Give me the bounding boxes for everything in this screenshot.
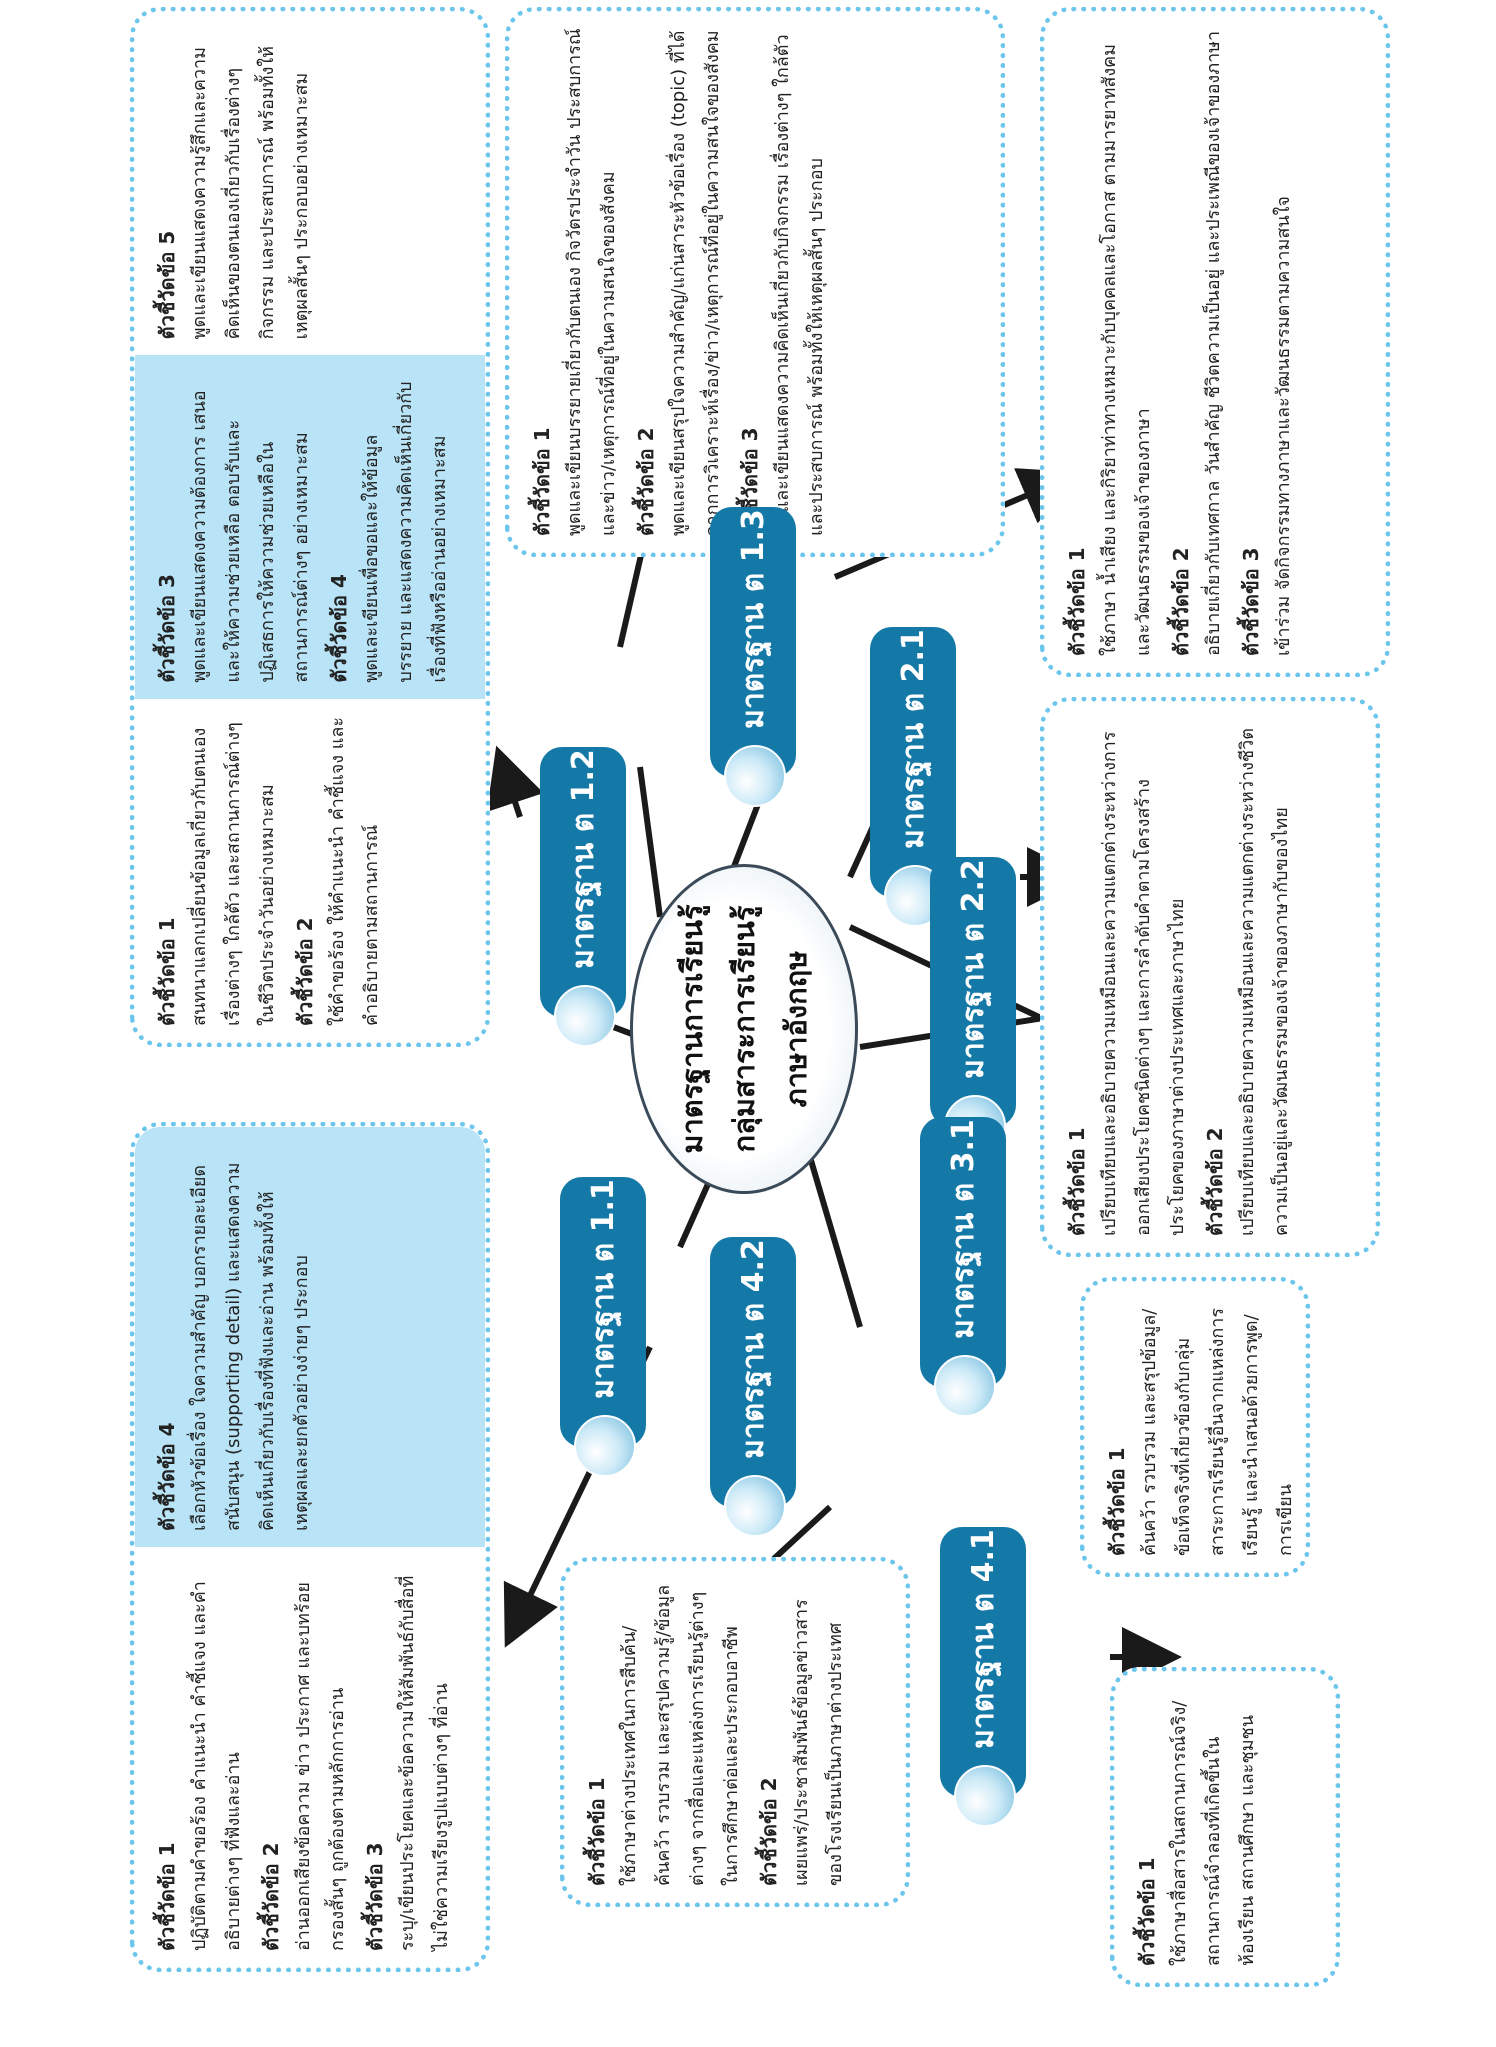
indicator-heading: ตัวชี้วัดข้อ 1 <box>1065 547 1089 656</box>
indicator-box-s2-1: ตัวชี้วัดข้อ 1 ใช้ภาษา น้ำเสียง และกิริย… <box>1040 7 1390 677</box>
standard-label: มาตรฐาน ต 2.2 <box>955 859 991 1079</box>
indicator-heading: ตัวชี้วัดข้อ 1 <box>1105 1447 1129 1556</box>
indicator-text: ปฏิบัติตามคำขอร้อง คำแนะนำ คำชี้แจง และค… <box>189 1581 244 1951</box>
indicator-column: ตัวชี้วัดข้อ 1 ใช้ภาษาสื่อสารในสถานการณ์… <box>1115 1672 1335 1982</box>
indicator-heading: ตัวชี้วัดข้อ 4 <box>155 1422 179 1531</box>
indicator-heading: ตัวชี้วัดข้อ 1 <box>530 427 554 536</box>
indicator-heading: ตัวชี้วัดข้อ 1 <box>585 1777 609 1886</box>
indicator-heading: ตัวชี้วัดข้อ 1 <box>1065 1127 1089 1236</box>
indicator-text: เลือกหัวข้อเรื่อง ใจความสำคัญ บอกรายละเอ… <box>189 1162 312 1531</box>
indicator-text: ใช้ภาษาสื่อสารในสถานการณ์จริง/สถานการณ์จ… <box>1169 1700 1258 1966</box>
indicator-heading: ตัวชี้วัดข้อ 3 <box>363 1842 387 1951</box>
standard-label: มาตรฐาน ต 4.1 <box>965 1529 1001 1749</box>
indicator-text: พูดและเขียนแสดงความรู้สึกและความคิดเห็นข… <box>189 45 312 340</box>
indicator-heading: ตัวชี้วัดข้อ 2 <box>1169 547 1193 656</box>
standard-label: มาตรฐาน ต 3.1 <box>945 1119 981 1339</box>
indicator-column: ตัวชี้วัดข้อ 1 ค้นคว้า รวบรวม และสรุปข้อ… <box>1085 1282 1305 1572</box>
indicator-box-s1-2: ตัวชี้วัดข้อ 1 สนทนาแลกเปลี่ยนข้อมูลเกี่… <box>130 7 490 1047</box>
indicator-heading: ตัวชี้วัดข้อ 2 <box>634 427 658 536</box>
indicator-heading: ตัวชี้วัดข้อ 4 <box>327 574 351 683</box>
mascot-icon <box>724 745 786 807</box>
indicator-heading: ตัวชี้วัดข้อ 2 <box>259 1842 283 1951</box>
standard-node-s4-2[interactable]: มาตรฐาน ต 4.2 <box>710 1237 796 1537</box>
standard-label: มาตรฐาน ต 1.1 <box>585 1179 621 1399</box>
indicator-text: ใช้ภาษาต่างประเทศในการสืบค้น/ค้นคว้า รวบ… <box>619 1584 742 1886</box>
indicator-heading: ตัวชี้วัดข้อ 1 <box>1135 1857 1159 1966</box>
indicator-box-s4-2: ตัวชี้วัดข้อ 1 ใช้ภาษาต่างประเทศในการสืบ… <box>560 1557 910 1907</box>
line-center-s4-2 <box>807 1156 863 1328</box>
indicator-column: ตัวชี้วัดข้อ 1 ใช้ภาษา น้ำเสียง และกิริย… <box>1045 12 1385 672</box>
indicator-text: พูดและเขียนเพื่อขอและให้ข้อมูล บรรยาย แล… <box>361 381 450 683</box>
indicator-heading: ตัวชี้วัดข้อ 2 <box>293 917 317 1026</box>
indicator-text: เข้าร่วม จัดกิจกรรมทางภาษาและวัฒนธรรมตาม… <box>1273 196 1294 656</box>
indicator-heading: ตัวชี้วัดข้อ 3 <box>1239 547 1263 656</box>
center-topic: มาตรฐานการเรียนรู้ กลุ่มสาระการเรียนรู้ … <box>630 864 858 1194</box>
standard-label: มาตรฐาน ต 2.1 <box>895 629 931 849</box>
indicator-column: ตัวชี้วัดข้อ 3 พูดและเขียนแสดงความต้องกา… <box>135 355 485 699</box>
indicator-heading: ตัวชี้วัดข้อ 1 <box>155 1842 179 1951</box>
indicator-text: อ่านออกเสียงข้อความ ข่าว ประกาศ และบทร้อ… <box>293 1582 348 1951</box>
mascot-icon <box>954 1765 1016 1827</box>
indicator-box-s2-2: ตัวชี้วัดข้อ 1 เปรียบเทียบและอธิบายความเ… <box>1040 697 1380 1257</box>
indicator-text: พูดและเขียนแสดงความต้องการ เสนอและให้ควา… <box>189 390 312 683</box>
center-title-line-1: มาตรฐานการเรียนรู้ <box>675 904 709 1154</box>
center-title-line-3: ภาษาอังกฤษ <box>779 950 813 1108</box>
mascot-icon <box>574 1415 636 1477</box>
mascot-icon <box>934 1355 996 1417</box>
standard-node-s1-1[interactable]: มาตรฐาน ต 1.1 <box>560 1177 646 1477</box>
indicator-column: ตัวชี้วัดข้อ 1 เปรียบเทียบและอธิบายความเ… <box>1045 702 1375 1252</box>
indicator-heading: ตัวชี้วัดข้อ 3 <box>155 574 179 683</box>
indicator-column: ตัวชี้วัดข้อ 1 พูดและเขียนบรรยายเกี่ยวกั… <box>510 12 1000 552</box>
arrow-s1-2 <box>486 745 544 818</box>
indicator-box-s1-3: ตัวชี้วัดข้อ 1 พูดและเขียนบรรยายเกี่ยวกั… <box>505 7 1005 557</box>
standard-label: มาตรฐาน ต 4.2 <box>735 1239 771 1459</box>
standard-node-s2-2[interactable]: มาตรฐาน ต 2.2 <box>930 857 1016 1157</box>
indicator-text: ใช้คำขอร้อง ให้คำแนะนำ คำชี้แจง และคำอธิ… <box>327 716 382 1026</box>
indicator-column: ตัวชี้วัดข้อ 1 ปฏิบัติตามคำขอร้อง คำแนะน… <box>135 1547 485 1967</box>
indicator-text: ใช้ภาษา น้ำเสียง และกิริยาท่าทางเหมาะกับ… <box>1099 43 1154 656</box>
indicator-box-s1-1: ตัวชี้วัดข้อ 1 ปฏิบัติตามคำขอร้อง คำแนะน… <box>130 1122 490 1972</box>
line-center-s1-3 <box>637 766 663 918</box>
indicator-text: ค้นคว้า รวบรวม และสรุปข้อมูล/ข้อเท็จจริง… <box>1139 1307 1296 1556</box>
indicator-column: ตัวชี้วัดข้อ 5 พูดและเขียนแสดงความรู้สึก… <box>135 12 485 355</box>
indicator-heading: ตัวชี้วัดข้อ 2 <box>1203 1127 1227 1236</box>
indicator-box-s4-1: ตัวชี้วัดข้อ 1 ใช้ภาษาสื่อสารในสถานการณ์… <box>1110 1667 1340 1987</box>
indicator-text: เปรียบเทียบและอธิบายความเหมือนและความแตก… <box>1237 728 1292 1236</box>
indicator-heading: ตัวชี้วัดข้อ 2 <box>757 1777 781 1886</box>
indicator-box-s3-1: ตัวชี้วัดข้อ 1 ค้นคว้า รวบรวม และสรุปข้อ… <box>1080 1277 1310 1577</box>
indicator-text: อธิบายเกี่ยวกับเทศกาล วันสำคัญ ชีวิตความ… <box>1203 30 1224 656</box>
indicator-text: สนทนาแลกเปลี่ยนข้อมูลเกี่ยวกับตนเอง เรื่… <box>189 722 278 1026</box>
indicator-column: ตัวชี้วัดข้อ 1 ใช้ภาษาต่างประเทศในการสืบ… <box>565 1562 905 1902</box>
center-title-line-2: กลุ่มสาระการเรียนรู้ <box>727 905 761 1153</box>
indicator-heading: ตัวชี้วัดข้อ 1 <box>155 917 179 1026</box>
indicator-column: ตัวชี้วัดข้อ 1 สนทนาแลกเปลี่ยนข้อมูลเกี่… <box>135 699 485 1042</box>
indicator-text: พูดและเขียนสรุปใจความสำคัญ/แก่นสาระหัวข้… <box>668 30 723 536</box>
standard-node-s1-3[interactable]: มาตรฐาน ต 1.3 <box>710 507 796 807</box>
standard-node-s3-1[interactable]: มาตรฐาน ต 3.1 <box>920 1117 1006 1417</box>
standard-node-s4-1[interactable]: มาตรฐาน ต 4.1 <box>940 1527 1026 1827</box>
indicator-text: พูดและเขียนบรรยายเกี่ยวกับตนเอง กิจวัตรป… <box>564 28 619 536</box>
indicator-text: เผยแพร่/ประชาสัมพันธ์ข้อมูลข่าวสารของโรง… <box>791 1599 846 1886</box>
standard-label: มาตรฐาน ต 1.2 <box>565 749 601 969</box>
standard-node-s2-1[interactable]: มาตรฐาน ต 2.1 <box>870 627 956 927</box>
indicator-column: ตัวชี้วัดข้อ 4 เลือกหัวข้อเรื่อง ใจความส… <box>135 1127 485 1547</box>
standard-node-s1-2[interactable]: มาตรฐาน ต 1.2 <box>540 747 626 1047</box>
indicator-heading: ตัวชี้วัดข้อ 5 <box>155 230 179 340</box>
indicator-text: เปรียบเทียบและอธิบายความเหมือนและความแตก… <box>1099 731 1188 1236</box>
mascot-icon <box>724 1475 786 1537</box>
mascot-icon <box>554 985 616 1047</box>
indicator-heading: ตัวชี้วัดข้อ 3 <box>738 427 762 536</box>
indicator-text: พูดและเขียนแสดงความคิดเห็นเกี่ยวกับกิจกร… <box>772 34 827 536</box>
indicator-text: ระบุ/เขียนประโยคและข้อความให้สัมพันธ์กับ… <box>397 1575 452 1951</box>
standard-label: มาตรฐาน ต 1.3 <box>735 509 771 729</box>
